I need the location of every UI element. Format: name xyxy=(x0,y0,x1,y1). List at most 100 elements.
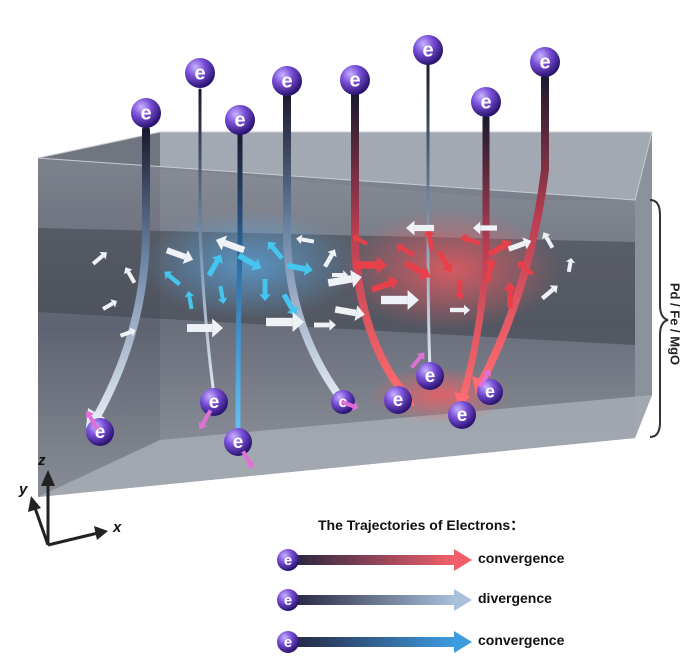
spin-arrow xyxy=(164,271,182,287)
electron-label: e xyxy=(233,432,244,453)
spin-arrow xyxy=(102,299,117,311)
spin-arrow xyxy=(237,253,262,271)
electron: e xyxy=(131,98,161,128)
electron-label: e xyxy=(95,422,106,443)
spin-arrow xyxy=(503,282,517,308)
spin-arrow xyxy=(404,260,431,280)
legend-arrow-gray: e xyxy=(277,589,472,611)
material-slab xyxy=(37,131,653,497)
electron: e xyxy=(471,87,501,117)
spin-arrow xyxy=(484,258,498,283)
spin-arrow xyxy=(119,327,136,338)
y-axis-line xyxy=(32,504,50,546)
slab-bottom-face xyxy=(38,395,652,497)
spin-arrow xyxy=(332,270,348,280)
spin-arrow xyxy=(507,237,532,252)
z-axis-arrowhead xyxy=(41,470,55,486)
trajectory-white-1 xyxy=(198,88,216,397)
legend-item-gray-divergence: e divergence xyxy=(276,587,606,613)
legend-arrow-red: e xyxy=(277,549,472,571)
legend-item-red-convergence: e convergence xyxy=(276,547,606,573)
layer-brace xyxy=(649,199,669,438)
pink-spin-arrow xyxy=(241,450,255,469)
spin-arrow xyxy=(353,234,368,246)
pink-spin-arrows xyxy=(85,352,492,469)
axis-label-z: z xyxy=(37,452,46,469)
y-axis-arrowhead xyxy=(28,496,41,512)
electron: e xyxy=(200,388,228,416)
electron-label: e xyxy=(422,39,433,61)
spin-arrow xyxy=(396,243,415,257)
spin-arrow xyxy=(370,276,399,293)
trajectory-red-1 xyxy=(351,91,412,402)
layer-stack-label: Pd / Fe / MgO xyxy=(660,208,690,440)
electron: e xyxy=(224,428,252,456)
electron: e xyxy=(448,401,476,429)
spin-arrow xyxy=(542,232,555,249)
pink-spin-arrow xyxy=(85,410,100,431)
spin-arrow xyxy=(565,258,576,273)
electron: e xyxy=(225,105,255,135)
spin-arrow xyxy=(334,305,365,321)
electron: e xyxy=(384,386,412,414)
legend-item-blue-convergence: e convergence xyxy=(276,629,606,655)
spin-arrow xyxy=(460,233,481,246)
spin-arrow xyxy=(286,262,313,276)
electron-label: e xyxy=(194,62,205,84)
spin-arrow xyxy=(473,221,497,235)
spin-arrow xyxy=(206,254,223,277)
electron: e xyxy=(185,58,215,88)
spin-arrow xyxy=(323,249,337,268)
trajectory-red-3 xyxy=(476,74,549,389)
legend-arrow-blue: e xyxy=(277,631,472,653)
trajectory-gray-1 xyxy=(91,126,150,424)
slab-top-face xyxy=(38,132,652,200)
electron: e xyxy=(272,66,302,96)
spin-arrow xyxy=(184,291,195,310)
electron: e xyxy=(530,47,560,77)
spin-arrow xyxy=(259,279,271,301)
legend-label: convergence xyxy=(478,550,565,566)
pink-spin-arrow xyxy=(198,409,213,430)
trajectories xyxy=(86,63,549,433)
electron-label: e xyxy=(209,392,220,413)
slab-edge xyxy=(37,131,653,201)
pink-spin-arrow xyxy=(340,400,359,411)
legend-label: convergence xyxy=(478,632,565,648)
electron-label: e xyxy=(457,405,468,426)
layer-stack-text: Pd / Fe / MgO xyxy=(667,282,683,366)
slab-right-face xyxy=(635,132,652,438)
electron: e xyxy=(340,65,370,95)
electron-label: e xyxy=(140,102,151,124)
electron-label: e xyxy=(485,381,495,401)
spin-arrow xyxy=(124,267,137,284)
spin-arrow xyxy=(281,293,298,316)
axis-label-x: x xyxy=(112,519,122,536)
spin-arrow xyxy=(517,261,535,277)
spin-arrow xyxy=(165,247,194,264)
spin-arrow xyxy=(423,229,435,252)
spin-arrows xyxy=(91,220,576,338)
trajectory-blue-1 xyxy=(235,132,243,433)
spin-arrow xyxy=(353,256,387,274)
electron-label: e xyxy=(425,366,436,387)
electron-label: e xyxy=(349,69,360,91)
axis-label-y: y xyxy=(18,481,28,498)
electron-label: e xyxy=(539,51,550,73)
legend-title: The Trajectories of Electrons： xyxy=(318,517,525,533)
electron-label: e xyxy=(393,390,404,411)
x-axis-arrowhead xyxy=(94,526,108,540)
electrons: eeeeeeeeeeeeeeee xyxy=(86,35,560,456)
electron: e xyxy=(477,379,503,405)
electron: e xyxy=(413,35,443,65)
spin-arrow xyxy=(327,269,362,288)
spin-arrow xyxy=(436,250,453,273)
legend-electron-label: e xyxy=(284,634,292,651)
spin-arrow xyxy=(91,252,107,266)
legend-electron-label: e xyxy=(284,592,292,609)
electron: e xyxy=(416,362,444,390)
electron: e xyxy=(86,418,114,446)
spin-arrow xyxy=(450,304,470,316)
